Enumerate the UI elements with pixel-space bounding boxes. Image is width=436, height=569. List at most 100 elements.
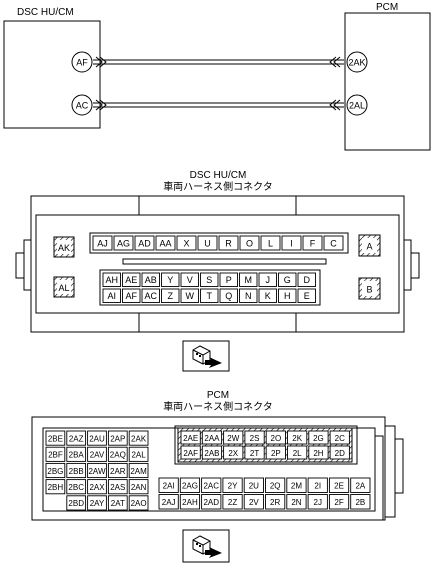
pin-label: 2H (313, 449, 323, 458)
pin-cell (200, 288, 219, 303)
pin-label: 2AE (183, 434, 198, 443)
pin-cell (87, 446, 107, 462)
pin-label: 2AL (131, 451, 146, 460)
pin-cell (265, 494, 286, 510)
pin-label: AE (125, 275, 137, 285)
pin-cell (161, 272, 180, 287)
pin-cell (158, 494, 179, 510)
pin-label: 2AA (204, 434, 220, 443)
pin-cell (87, 430, 107, 446)
pin-label: AC (144, 291, 157, 301)
pin-cell (222, 494, 243, 510)
pin-label: 2BC (68, 483, 84, 492)
pin-label: AF (125, 291, 137, 301)
dsc-connector-section: DSC HU/CM 車両ハーネス側コネクタ AK AL A B (15, 170, 420, 372)
wire-to-pin: 2AK (348, 58, 365, 68)
wire-from-pin: AC (76, 101, 89, 111)
pin-label: U (204, 238, 211, 248)
pin-label: V (187, 275, 193, 285)
pin-cell (219, 288, 238, 303)
pin-cell (180, 445, 201, 460)
pin-cell (329, 430, 350, 445)
pin-label: D (304, 275, 311, 285)
pin-label: 2Z (228, 498, 237, 507)
pin-label: 2AC (203, 482, 219, 491)
pcm-connector-title: PCM (207, 390, 229, 401)
pin-cell (350, 477, 371, 493)
pin-cell (158, 477, 179, 493)
pin-label: 2BA (69, 451, 85, 460)
pin-cell (128, 430, 149, 446)
pin-label: 2J (314, 498, 322, 507)
pin-label: Y (167, 275, 173, 285)
pin-label: 2G (313, 434, 324, 443)
pin-label: AH (105, 275, 118, 285)
pin-cell (128, 446, 149, 462)
pin-cell (66, 462, 87, 479)
connector-arrow-icon (95, 56, 107, 68)
pin-label: 2R (270, 498, 280, 507)
pin-cell (218, 235, 239, 251)
pin-label: R (225, 238, 232, 248)
pin-label: Z (168, 291, 174, 301)
wire-to-pin: 2AL (349, 101, 365, 111)
pin-cell (122, 288, 141, 303)
pin-label: 2AY (90, 499, 105, 508)
pin-cell (87, 462, 107, 479)
pcm-unit-label: PCM (376, 2, 398, 13)
dsc-unit-box (3, 20, 101, 129)
pin-cell (107, 462, 128, 479)
pin-cell (286, 494, 307, 510)
pin-cell (66, 479, 87, 495)
wiring-section: DSC HU/CM PCM AF 2AK AC 2AL (3, 2, 431, 151)
dsc-bottom-rows-frame (99, 269, 321, 306)
pin-label: H (284, 291, 291, 301)
pin-label: 2AP (110, 434, 125, 443)
pin-cell (45, 462, 66, 479)
pin-cell (287, 445, 308, 460)
pin-cell (107, 446, 128, 462)
dsc-unit-label: DSC HU/CM (17, 7, 74, 18)
pin-label: 2AT (111, 499, 125, 508)
pin-label: 2AZ (69, 434, 84, 443)
pin-label: 2L (293, 449, 302, 458)
pcm-connector-subtitle: 車両ハーネス側コネクタ (163, 400, 273, 413)
pin-cell (155, 235, 176, 251)
pin-cell (179, 477, 201, 493)
pin-cell (278, 272, 297, 287)
pin-cell (102, 272, 121, 287)
pin-label: I (290, 238, 293, 248)
connector-arrow-icon (329, 56, 341, 68)
pin-label: M (245, 275, 253, 285)
dsc-key-slot (122, 258, 327, 265)
wire-pin-circle (346, 94, 368, 116)
pin-label: 2BG (47, 467, 63, 476)
wire-pin-circle (71, 94, 93, 116)
pin-label: 2X (228, 449, 238, 458)
pin-label: E (304, 291, 310, 301)
pin-label: 2AO (131, 499, 147, 508)
pin-label: 2AW (88, 467, 105, 476)
pin-label: 2AB (204, 449, 219, 458)
pin-label: 2AQ (110, 451, 126, 460)
pin-cell (281, 235, 302, 251)
pin-label: 2C (335, 434, 345, 443)
pin-label: 2F (334, 498, 343, 507)
pin-label: 2S (250, 434, 260, 443)
pin-cell (287, 430, 308, 445)
pin-label: AG (117, 238, 130, 248)
harness-view-icon (182, 529, 230, 563)
pin-label: 2AG (182, 482, 198, 491)
pin-label: C (330, 238, 337, 248)
pin-cell (297, 288, 316, 303)
pin-cell (87, 495, 107, 511)
pin-label: W (186, 291, 195, 301)
pin-label: 2T (250, 449, 259, 458)
pin-cell (122, 272, 141, 287)
pin-label: 2AS (110, 483, 125, 492)
pin-label: G (284, 275, 291, 285)
pin-cell (87, 479, 107, 495)
